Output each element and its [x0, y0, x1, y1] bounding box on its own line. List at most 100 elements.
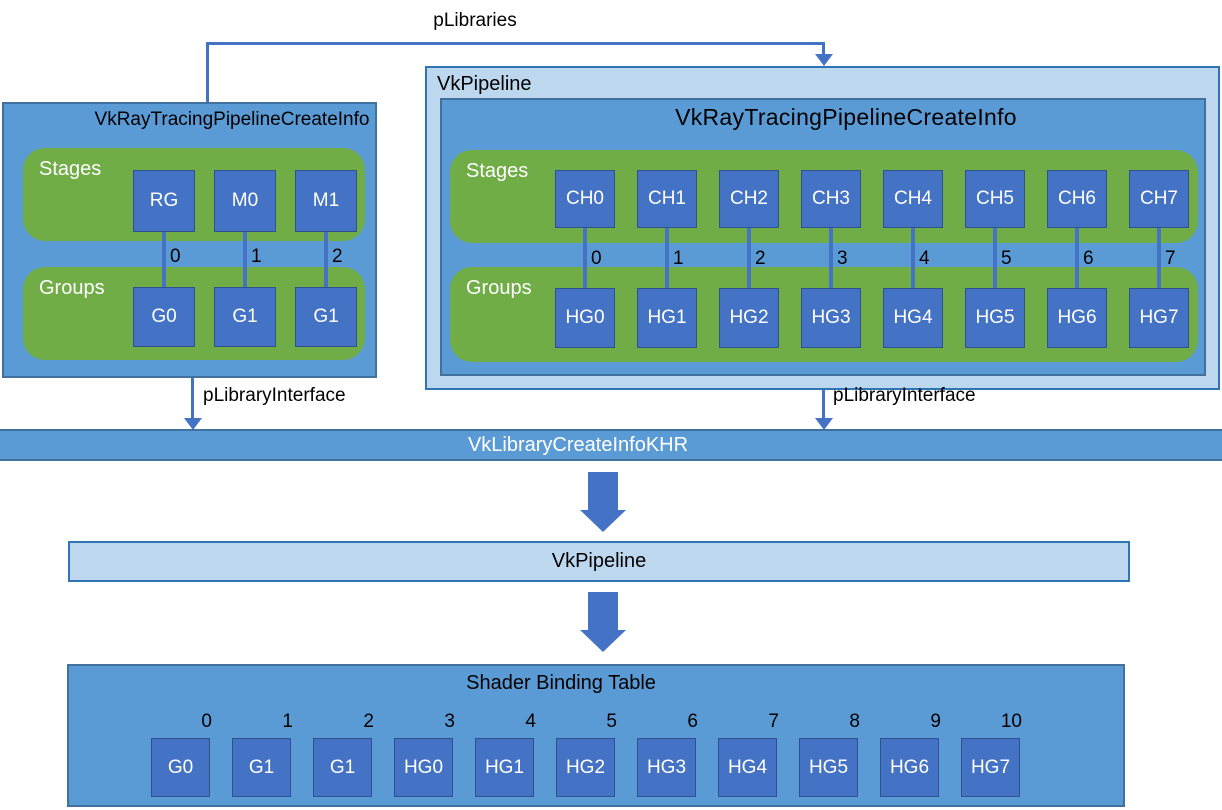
shader-binding-table-box: Shader Binding Table G0 0 G1 1 G1 2 HG0 …: [67, 664, 1125, 807]
sbt-entry-square: HG7 10: [961, 711, 1022, 797]
sbt-entry-label: HG7: [970, 756, 1011, 778]
left-library-interface-line: [191, 378, 194, 420]
stage-group-column: CH0 0 HG0: [555, 170, 615, 348]
plibraries-label: pLibraries: [433, 10, 517, 31]
group-index-label: 1: [673, 248, 684, 269]
group-index-label: 4: [919, 248, 930, 269]
stage-group-column: RG 0 G0: [133, 170, 195, 347]
down-block-arrow-icon: [580, 592, 626, 652]
sbt-entry-square: HG2 5: [556, 711, 617, 797]
down-block-arrow-icon: [580, 472, 626, 532]
plibraries-arrowhead-icon: [815, 54, 833, 66]
vkpipeline-result-bar: VkPipeline: [68, 541, 1130, 582]
sbt-entry-label: HG6: [889, 756, 930, 778]
left-stages-label: Stages: [39, 158, 102, 180]
stage-group-connector-line: [665, 170, 669, 348]
group-square: HG4: [883, 288, 943, 348]
left-groups-label: Groups: [39, 277, 105, 299]
sbt-entry-square: HG3 6: [637, 711, 698, 797]
arrow-shaft: [588, 472, 618, 510]
stage-group-connector-line: [1075, 170, 1079, 348]
group-square: HG5: [965, 288, 1025, 348]
plibraries-connector-line: [206, 42, 825, 45]
library-create-info-bar: VkLibraryCreateInfoKHR: [0, 429, 1222, 461]
shader-binding-table-entries: G0 0 G1 1 G1 2 HG0 3 HG1 4 HG2 5 HG3 6: [151, 711, 1022, 797]
shader-binding-table-title: Shader Binding Table: [466, 672, 656, 694]
stage-group-column: M0 1 G1: [214, 170, 276, 347]
stage-group-connector-line: [993, 170, 997, 348]
group-index-label: 0: [591, 248, 602, 269]
sbt-entry-label: HG5: [808, 756, 849, 778]
arrow-shaft: [588, 592, 618, 630]
group-square: HG7: [1129, 288, 1189, 348]
stage-square: CH3: [801, 170, 861, 228]
sbt-entry-label: HG0: [403, 756, 444, 778]
right-stage-group-columns: CH0 0 HG0 CH1 1 HG1 CH2 2 HG2 CH3 3: [555, 170, 1189, 348]
plibraries-connector-line: [206, 42, 209, 103]
sbt-entry-square: HG6 9: [880, 711, 941, 797]
group-square: G1: [295, 287, 357, 347]
library-create-info-bar-title: VkLibraryCreateInfoKHR: [467, 433, 689, 456]
left-library-interface-label: pLibraryInterface: [203, 385, 346, 406]
sbt-entry-label: HG2: [565, 756, 606, 778]
stage-square: M1: [295, 170, 357, 232]
left-create-info-title: VkRayTracingPipelineCreateInfo: [94, 109, 370, 130]
vkpipeline-library-title: VkPipeline: [437, 73, 532, 95]
group-index-label: 1: [251, 246, 262, 267]
stage-group-connector-line: [243, 170, 247, 347]
group-square: HG0: [555, 288, 615, 348]
sbt-entry-index-label: 9: [930, 711, 941, 732]
stage-square: M0: [214, 170, 276, 232]
stage-group-connector-line: [324, 170, 328, 347]
sbt-entry-square: G0 0: [151, 711, 212, 797]
sbt-entry-square: HG4 7: [718, 711, 779, 797]
sbt-entry-index-label: 1: [282, 711, 293, 732]
sbt-entry-square: HG0 3: [394, 711, 455, 797]
sbt-entry-label: G1: [248, 756, 275, 778]
left-create-info-box: VkRayTracingPipelineCreateInfo Stages Gr…: [2, 102, 377, 378]
arrow-head: [580, 510, 626, 532]
sbt-entry-index-label: 10: [1000, 711, 1022, 732]
right-groups-label: Groups: [466, 277, 532, 299]
vkpipeline-library-box: VkPipeline VkRayTracingPipelineCreateInf…: [425, 66, 1220, 390]
group-index-label: 3: [837, 248, 848, 269]
sbt-entry-label: HG4: [727, 756, 768, 778]
stage-group-column: CH5 5 HG5: [965, 170, 1025, 348]
stage-group-connector-line: [162, 170, 166, 347]
right-create-info-title: VkRayTracingPipelineCreateInfo: [675, 104, 1017, 130]
stage-group-connector-line: [583, 170, 587, 348]
sbt-entry-index-label: 3: [444, 711, 455, 732]
vkpipeline-result-bar-title: VkPipeline: [551, 550, 647, 572]
stage-group-connector-line: [1157, 170, 1161, 348]
right-create-info-box: VkRayTracingPipelineCreateInfo Stages Gr…: [440, 98, 1206, 376]
group-index-label: 2: [332, 246, 343, 267]
stage-group-column: M1 2 G1: [295, 170, 357, 347]
sbt-entry-label: G1: [329, 756, 356, 778]
stage-group-column: CH4 4 HG4: [883, 170, 943, 348]
group-index-label: 0: [170, 246, 181, 267]
sbt-entry-index-label: 2: [363, 711, 374, 732]
sbt-entry-square: HG1 4: [475, 711, 536, 797]
stage-square: CH5: [965, 170, 1025, 228]
sbt-entry-index-label: 6: [687, 711, 698, 732]
stage-group-connector-line: [829, 170, 833, 348]
sbt-entry-index-label: 7: [768, 711, 779, 732]
stage-square: CH4: [883, 170, 943, 228]
group-square: HG1: [637, 288, 697, 348]
group-index-label: 6: [1083, 248, 1094, 269]
group-index-label: 5: [1001, 248, 1012, 269]
group-square: G0: [133, 287, 195, 347]
right-library-interface-arrowhead-icon: [815, 418, 833, 430]
stage-square: CH7: [1129, 170, 1189, 228]
stage-group-column: CH6 6 HG6: [1047, 170, 1107, 348]
left-stage-group-columns: RG 0 G0 M0 1 G1 M1 2 G1: [133, 170, 357, 347]
plibraries-connector-line: [822, 42, 825, 56]
group-square: HG2: [719, 288, 779, 348]
group-index-label: 2: [755, 248, 766, 269]
sbt-entry-index-label: 4: [525, 711, 536, 732]
stage-square: CH1: [637, 170, 697, 228]
group-index-label: 7: [1165, 248, 1176, 269]
stage-square: CH6: [1047, 170, 1107, 228]
stage-group-connector-line: [911, 170, 915, 348]
